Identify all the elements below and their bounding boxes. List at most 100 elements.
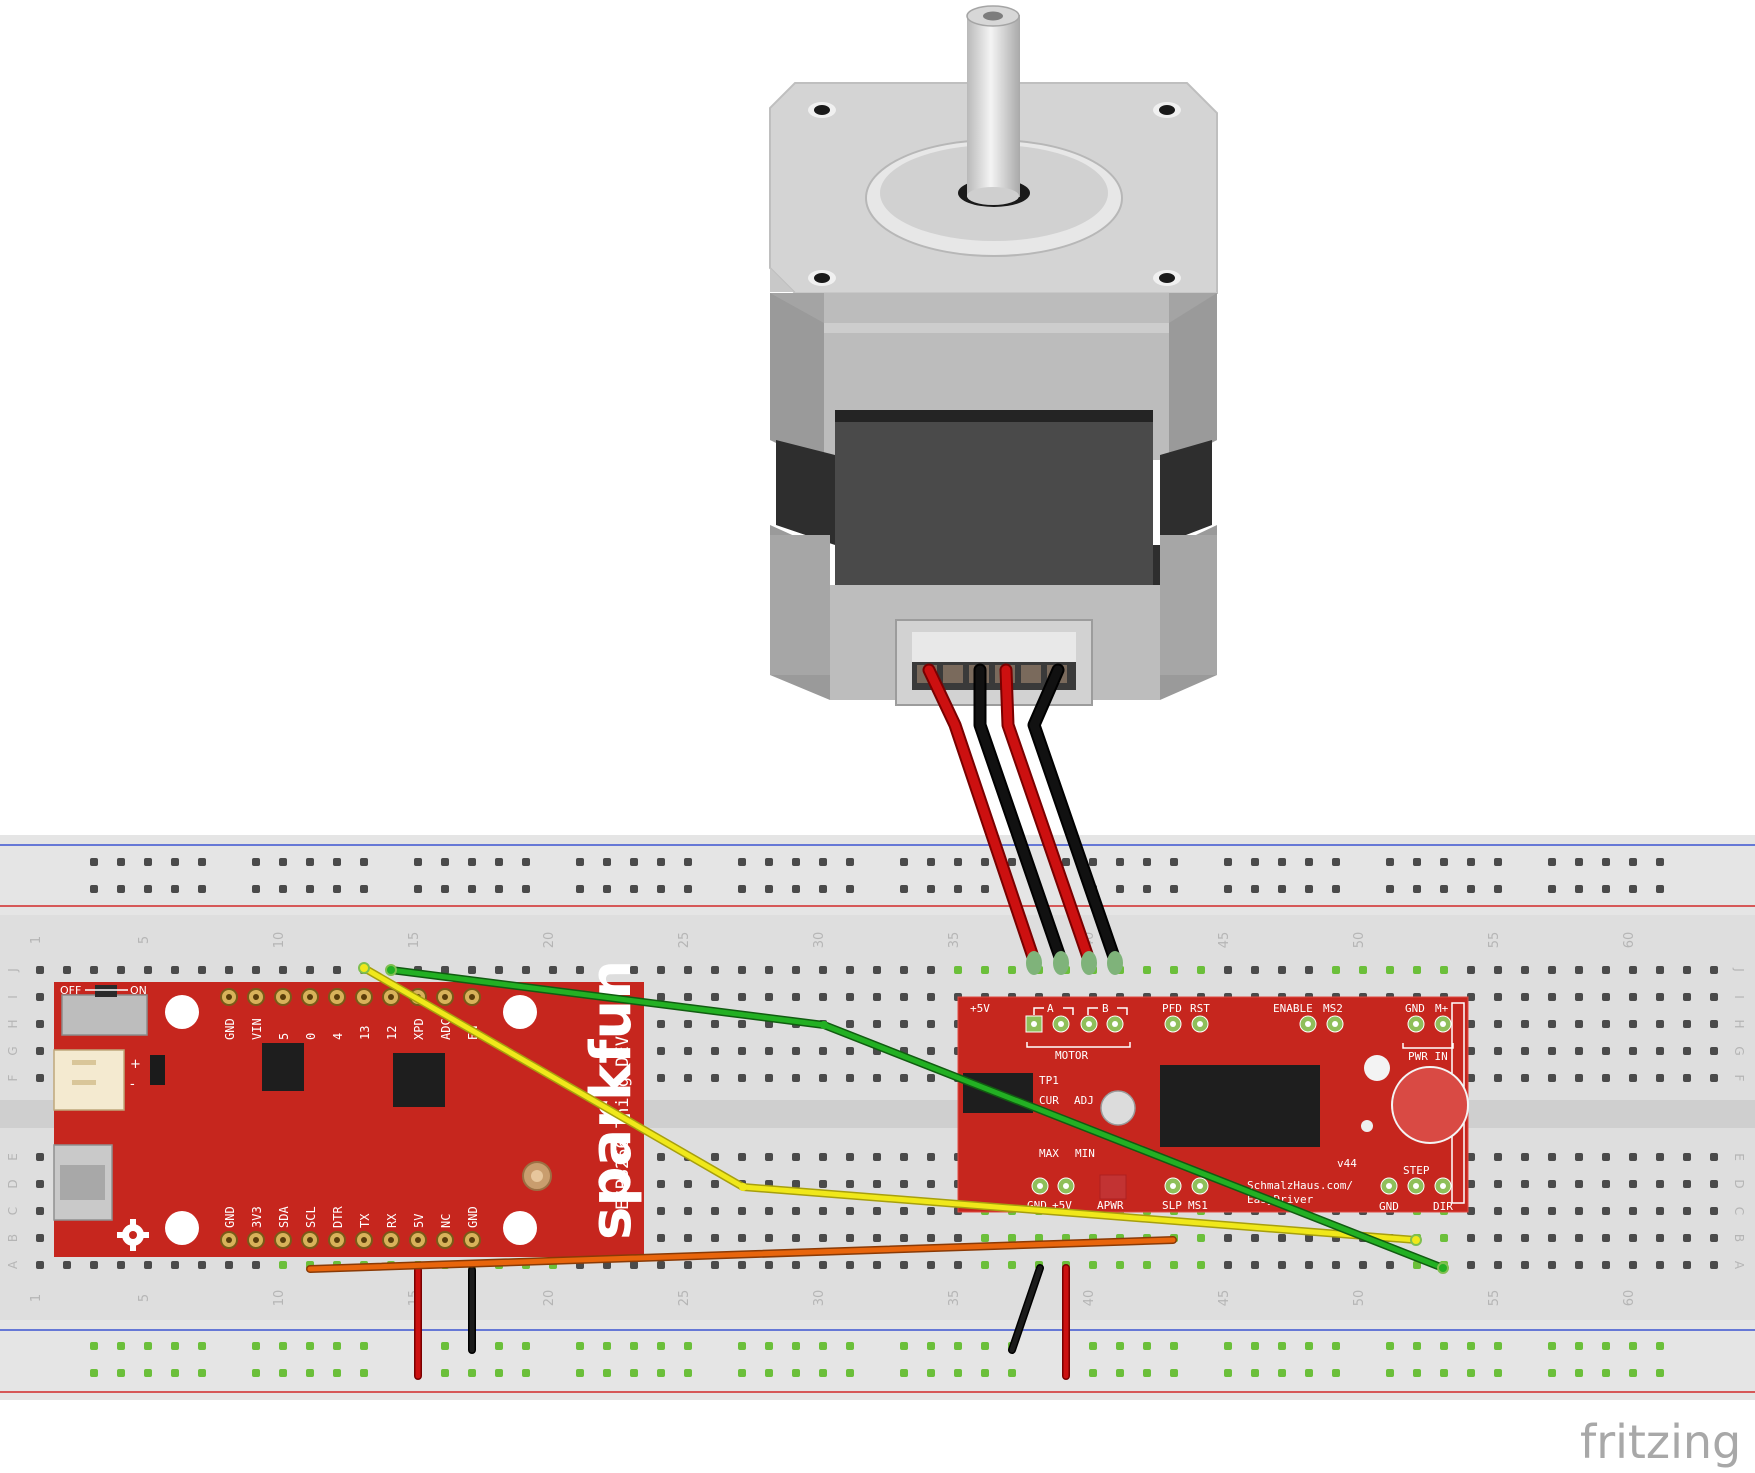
breadboard-hole [1467, 966, 1475, 974]
rail-hole [1305, 858, 1313, 866]
breadboard-hole [1251, 1261, 1259, 1269]
battery-plus-label: + [130, 1057, 141, 1072]
breadboard-hole [1575, 1234, 1583, 1242]
rail-hole [1575, 858, 1583, 866]
rail-hole [144, 1369, 152, 1377]
pin-label: 3V3 [250, 1206, 264, 1228]
label-slp: SLP [1162, 1199, 1182, 1212]
column-number: 25 [677, 1290, 692, 1307]
breadboard-hole [738, 1234, 746, 1242]
breadboard-hole [1575, 1207, 1583, 1215]
rail-hole [198, 858, 206, 866]
rail-hole [1251, 858, 1259, 866]
breadboard-hole [279, 966, 287, 974]
breadboard-hole [630, 966, 638, 974]
breadboard-hole [1467, 1047, 1475, 1055]
breadboard-hole [765, 993, 773, 1001]
breadboard-hole [792, 1261, 800, 1269]
breadboard-hole [819, 1261, 827, 1269]
rail-hole [414, 858, 422, 866]
rail-hole [765, 858, 773, 866]
esp8266-chip [393, 1053, 445, 1107]
breadboard-hole [1224, 1234, 1232, 1242]
breadboard-hole [1494, 993, 1502, 1001]
row-letter: F [6, 1074, 20, 1081]
rail-hole [1440, 1369, 1448, 1377]
rail-hole [1494, 858, 1502, 866]
rail-hole [90, 1342, 98, 1350]
rail-hole [684, 1369, 692, 1377]
breadboard-hole [1575, 966, 1583, 974]
pin-label: 5 [277, 1033, 291, 1040]
breadboard-hole [522, 966, 530, 974]
breadboard-hole [1008, 1234, 1016, 1242]
column-number: 60 [1622, 1290, 1637, 1307]
rail-hole [1494, 1369, 1502, 1377]
rail-hole [333, 885, 341, 893]
apwr-jumper [1099, 1174, 1127, 1200]
breadboard-hole [792, 1074, 800, 1082]
breadboard-hole [1521, 993, 1529, 1001]
column-number: 25 [677, 932, 692, 949]
breadboard-hole [1467, 1074, 1475, 1082]
rail-hole [1629, 1342, 1637, 1350]
breadboard-hole [1548, 1020, 1556, 1028]
breadboard-hole [36, 1234, 44, 1242]
row-letter: H [6, 1019, 20, 1028]
rail-hole [1440, 1342, 1448, 1350]
rail-hole [576, 858, 584, 866]
row-letter: D [6, 1179, 20, 1188]
breadboard-hole [1575, 1020, 1583, 1028]
rail-hole [306, 1342, 314, 1350]
breadboard-hole [927, 1180, 935, 1188]
breadboard-hole [1710, 993, 1718, 1001]
rail-hole [495, 1342, 503, 1350]
rail-hole [522, 885, 530, 893]
breadboard-hole [711, 1234, 719, 1242]
rail-hole [1548, 885, 1556, 893]
breadboard-hole [711, 966, 719, 974]
row-letter: D [1732, 1179, 1746, 1188]
rail-hole [441, 885, 449, 893]
breadboard-hole [576, 966, 584, 974]
rail-hole [468, 1369, 476, 1377]
breadboard-hole [900, 993, 908, 1001]
breadboard-hole [63, 1261, 71, 1269]
rail-hole [279, 1342, 287, 1350]
breadboard-hole [1224, 966, 1232, 974]
breadboard-hole [981, 1261, 989, 1269]
breadboard-hole [1494, 1207, 1502, 1215]
column-number: 20 [542, 932, 557, 949]
breadboard-hole [1116, 1261, 1124, 1269]
label-adj: ADJ [1074, 1094, 1094, 1107]
breadboard-hole [1575, 1180, 1583, 1188]
rail-hole [981, 858, 989, 866]
wire-black-driver-gnd [1008, 1264, 1044, 1354]
rail-hole [1440, 858, 1448, 866]
motor-label-area [835, 410, 1153, 585]
rail-hole [171, 885, 179, 893]
power-switch[interactable] [61, 994, 148, 1036]
rail-hole [1602, 885, 1610, 893]
label-apwr: APWR [1097, 1199, 1124, 1212]
rail-hole [1413, 1342, 1421, 1350]
breadboard-hole [819, 1047, 827, 1055]
rail-hole [1440, 885, 1448, 893]
rail-hole [792, 1342, 800, 1350]
rail-hole [1467, 1369, 1475, 1377]
motor-shaft [967, 15, 1020, 197]
rail-hole [927, 1342, 935, 1350]
pin-label: DTR [331, 1206, 345, 1228]
trim-pot[interactable] [1100, 1090, 1136, 1126]
breadboard-hole [900, 1180, 908, 1188]
rail-hole [576, 1369, 584, 1377]
wires [306, 663, 1449, 1380]
label-step: STEP [1403, 1164, 1430, 1177]
breadboard-hole [711, 1074, 719, 1082]
column-number: 30 [812, 932, 827, 949]
rail-hole [333, 1369, 341, 1377]
rail-hole [1656, 1369, 1664, 1377]
label-pwr-in: PWR IN [1408, 1050, 1448, 1063]
rail-hole [981, 1369, 989, 1377]
